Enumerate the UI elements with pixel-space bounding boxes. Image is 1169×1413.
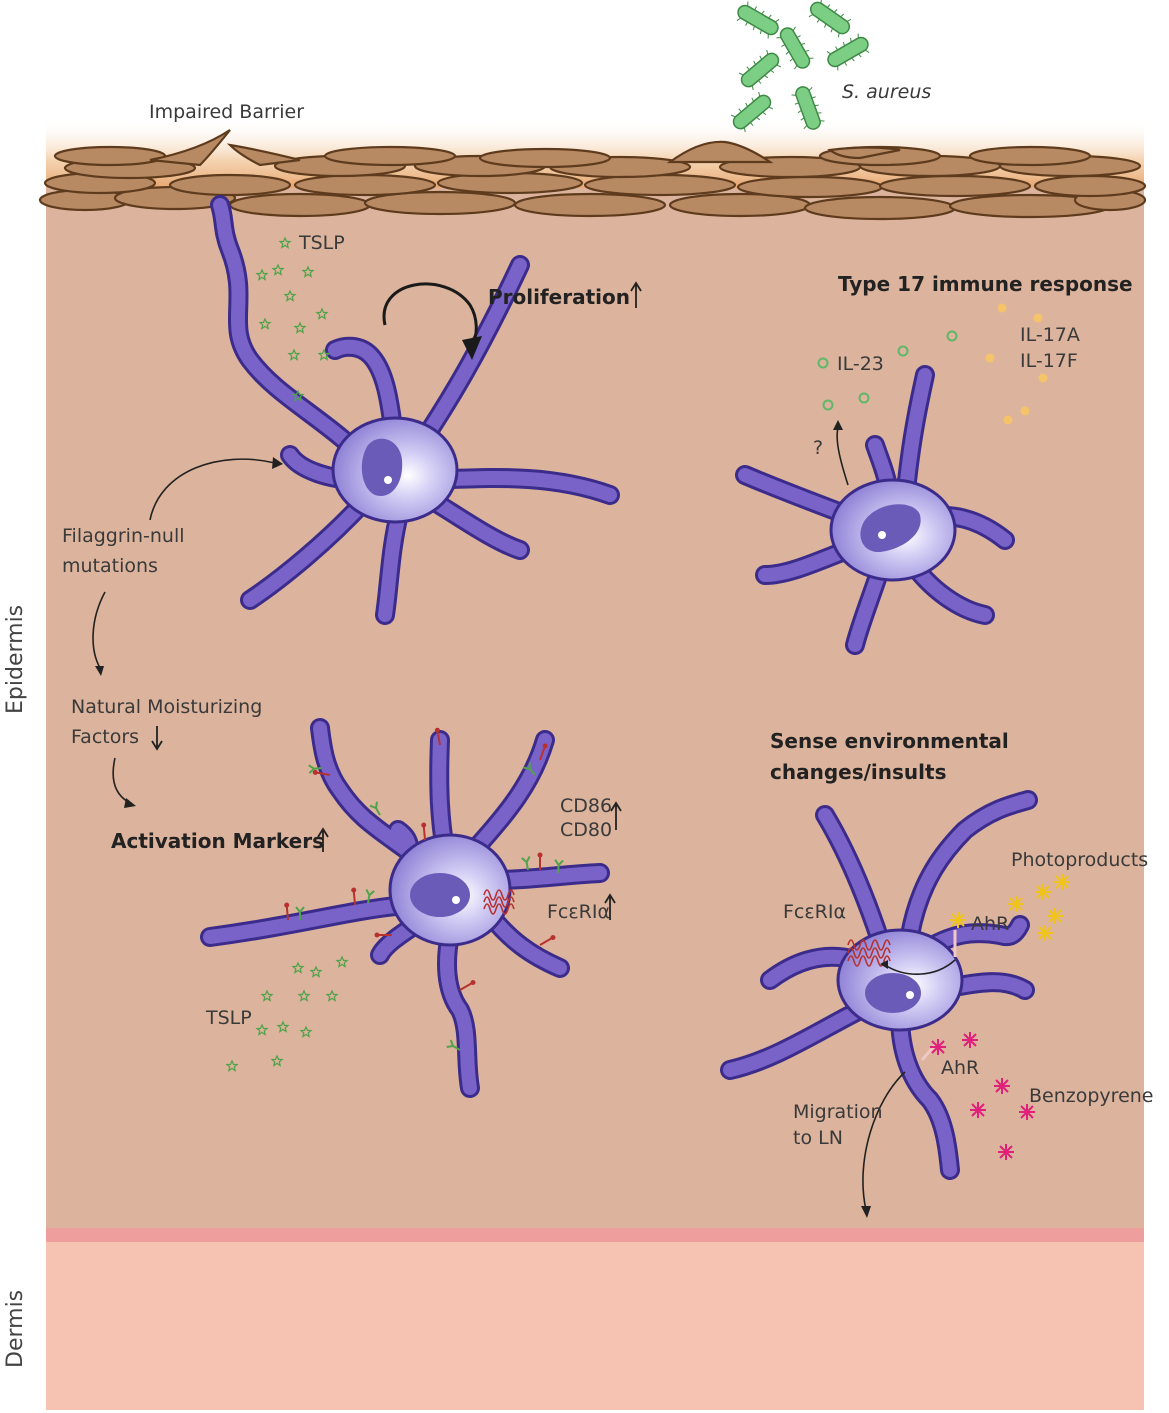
il17f-label: IL-17F [1020,350,1078,372]
impaired-barrier-label: Impaired Barrier [149,101,304,123]
langerhans-cell-activation [200,718,610,1098]
migration-label-1: Migration [793,1101,883,1123]
filaggrin-to-cell-arrowhead [272,457,283,469]
cd80-label: CD80 [560,819,612,841]
s-aureus-label: S. aureus [842,81,931,103]
filaggrin-to-nmf-arrow [92,591,106,669]
type17-label: Type 17 immune response [838,272,1133,296]
filaggrin-to-nmf-arrowhead [95,666,104,676]
ahr-label-2: AhR [941,1057,979,1079]
tslp-bottom-label: TSLP [205,1007,252,1029]
filaggrin-label-2: mutations [62,555,158,577]
ahr-signal-arrow [884,959,956,975]
epidermis-layer [46,180,1144,1230]
cd86-label: CD86 [560,795,612,817]
nmf-to-activation-arrowhead [124,798,136,808]
activation-markers-label: Activation Markers [111,829,324,853]
nmf-label-2: Factors [71,726,139,748]
dermis-layer [46,1242,1144,1410]
benzopyrene-label: Benzopyrene [1029,1085,1153,1107]
proliferation-arrowhead [462,336,482,360]
fceri-mid-label: FcεRIα [547,901,610,923]
ahr-signal-arrowhead [880,960,888,969]
question-label: ? [813,437,823,459]
level-indicator-arrows [151,281,642,920]
il-17-molecules [985,303,1048,425]
fceri-right-label: FcεRIα [783,901,846,923]
langerhans-cell-sensing [720,790,1038,1180]
filaggrin-to-cell-arrow [149,458,276,521]
sense-label-2: changes/insults [770,760,946,784]
migration-arrowhead [861,1206,871,1218]
proliferation-arrow [382,282,478,346]
dermis-side-label: Dermis [3,1290,28,1368]
basement-membrane [46,1228,1144,1242]
il23-release-arrowhead [833,420,843,430]
langerhans-cell-type17 [735,365,1015,655]
il-23-molecules [817,330,958,411]
photoproducts-label: Photoproducts [1011,849,1148,871]
sense-label-1: Sense environmental [770,729,1009,753]
tslp-top-label: TSLP [298,232,345,254]
il23-label: IL-23 [837,353,884,375]
epidermis-side-label: Epidermis [3,605,28,714]
migration-label-2: to LN [793,1127,843,1149]
langerhans-cell-proliferation [210,195,620,625]
il23-release-arrow [836,427,849,486]
filaggrin-label-1: Filaggrin-null [62,525,185,547]
stratum-corneum [38,129,1147,221]
ahr-label-1: AhR [971,913,1009,935]
migration-arrow [862,1071,906,1211]
nmf-label-1: Natural Moisturizing [71,696,262,718]
il17a-label: IL-17A [1020,324,1080,346]
proliferation-label: Proliferation [488,285,630,309]
s-aureus-bacteria [727,0,874,136]
